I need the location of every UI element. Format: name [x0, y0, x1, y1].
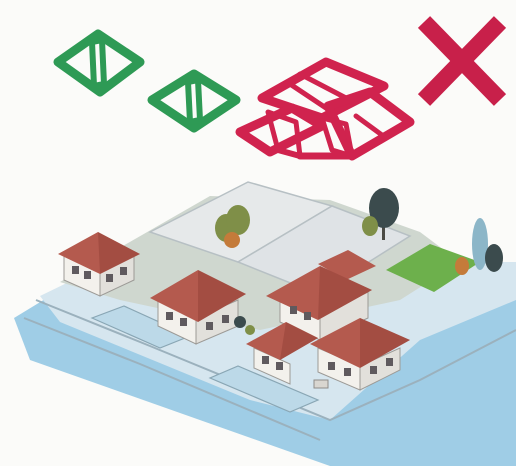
- allowed-roof-icon-2: [152, 74, 236, 128]
- ground: [14, 182, 516, 466]
- tree-cypress: [455, 218, 503, 275]
- not-allowed-roof-icon: [240, 62, 410, 156]
- red-cross-icon: [424, 22, 500, 100]
- allowed-roof-icon-1: [58, 34, 140, 92]
